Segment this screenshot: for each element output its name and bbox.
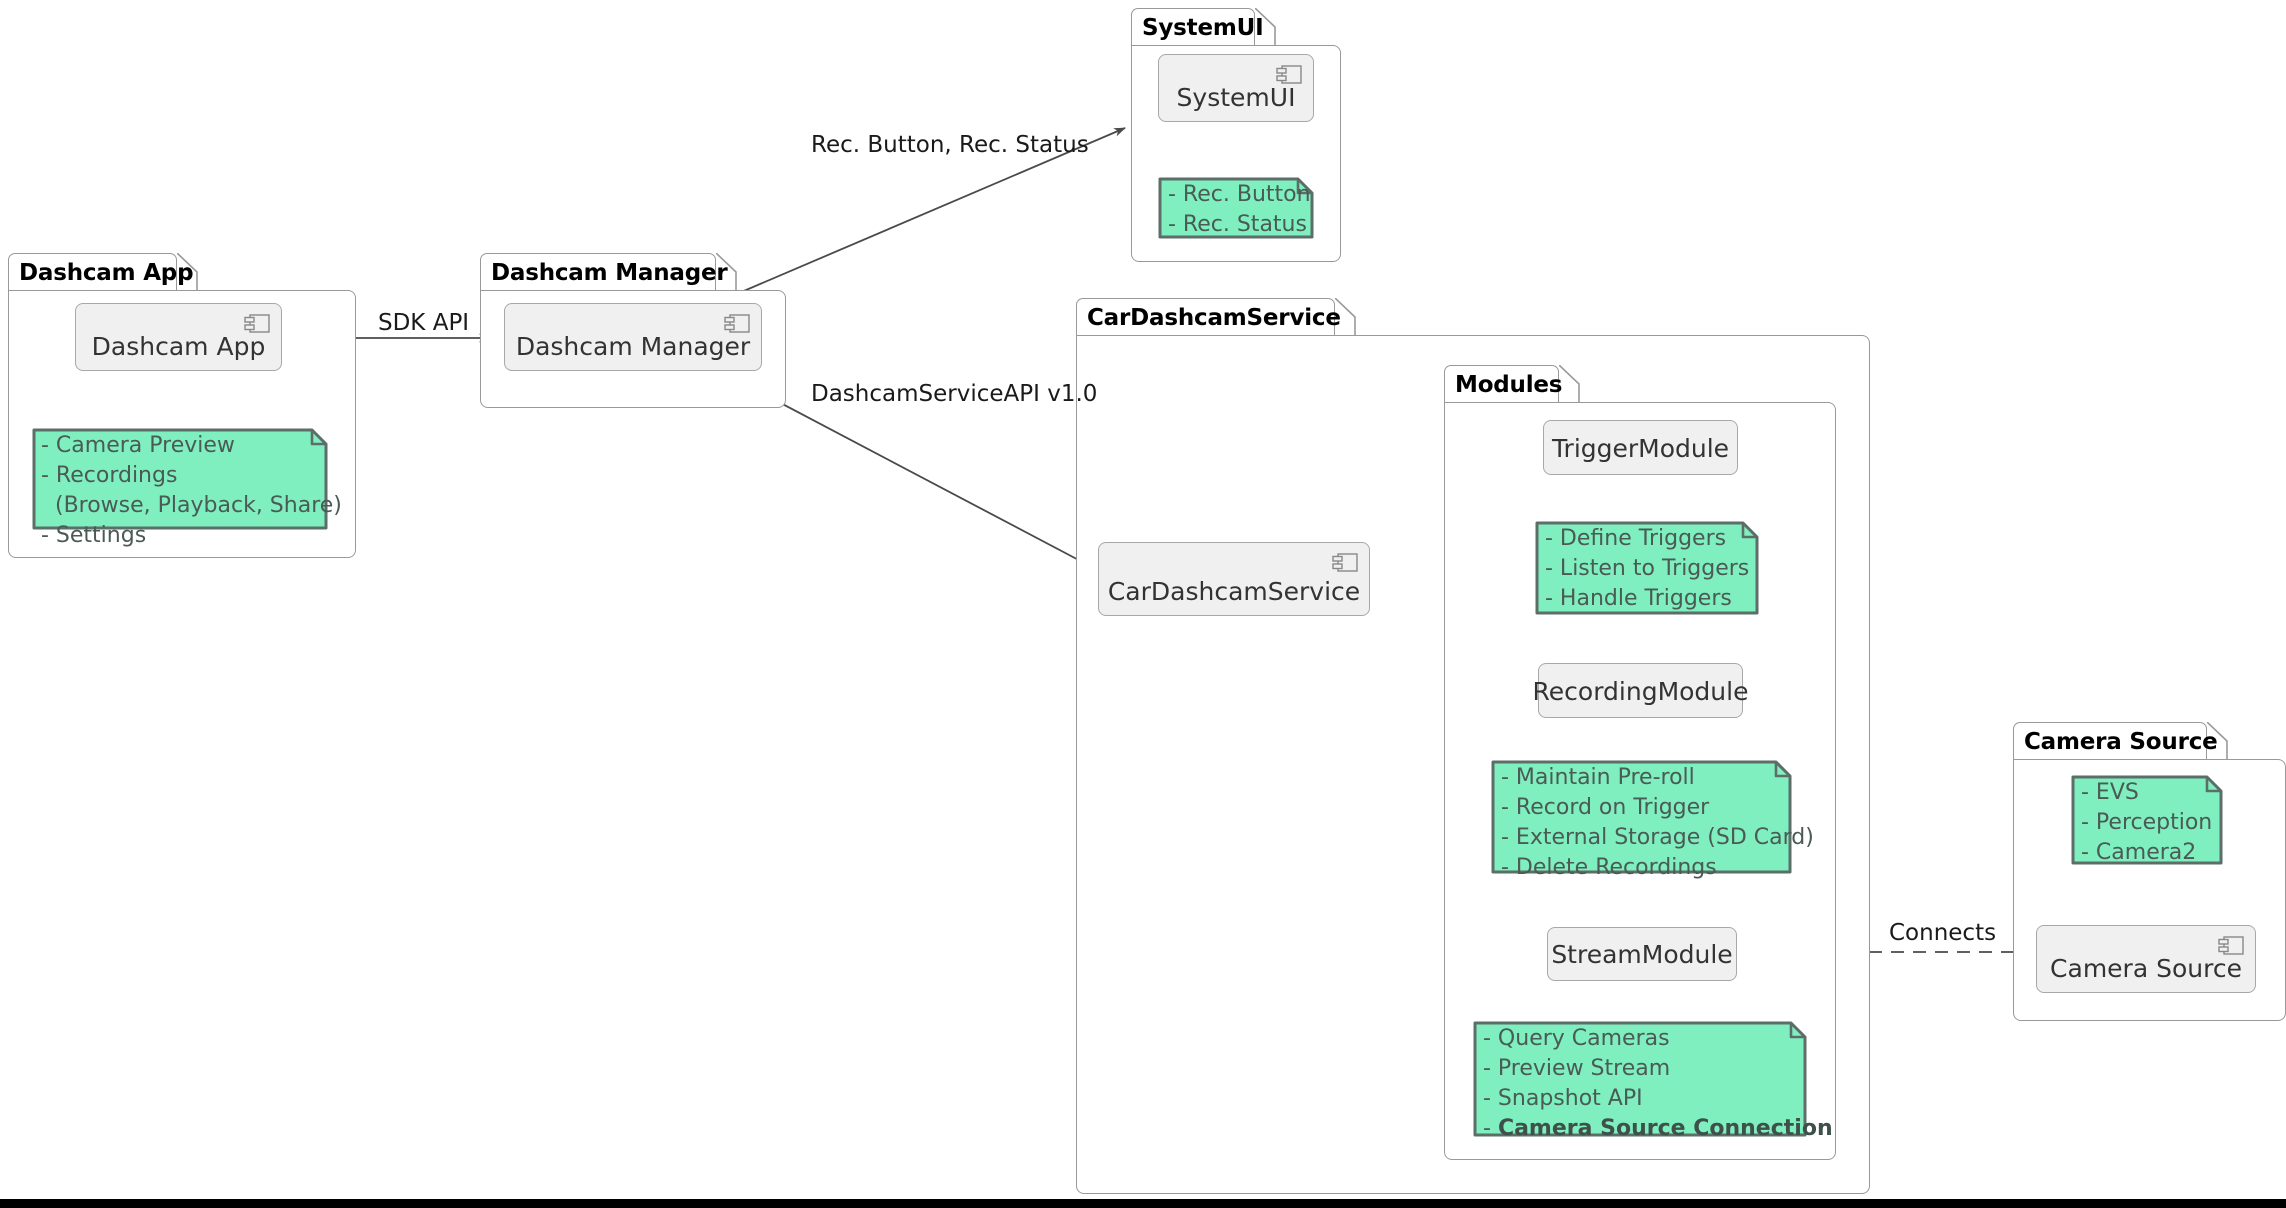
note-text: - Define Triggers - Listen to Triggers -… — [1545, 526, 1750, 611]
package-label: Dashcam App — [19, 259, 194, 286]
package-tab: Modules — [1444, 365, 1563, 403]
edge-label-rec-button-status: Rec. Button, Rec. Status — [811, 132, 1089, 158]
component-label: RecordingModule — [1532, 677, 1749, 706]
note-text: - Rec. Button - Rec. Status — [1168, 182, 1311, 237]
package-tab: SystemUI — [1131, 8, 1264, 46]
component-trigger-module[interactable]: TriggerModule — [1543, 420, 1738, 475]
note-trigger-module: - Define Triggers - Listen to Triggers -… — [1532, 518, 1762, 618]
package-label: SystemUI — [1142, 14, 1264, 41]
component-icon — [724, 314, 750, 337]
component-icon — [2218, 936, 2244, 959]
component-recording-module[interactable]: RecordingModule — [1533, 663, 1748, 718]
package-label: Modules — [1455, 371, 1563, 398]
note-text: - Camera Preview - Recordings (Browse, P… — [41, 433, 342, 548]
component-dashcam-manager[interactable]: Dashcam Manager — [504, 303, 762, 371]
component-label: Dashcam App — [91, 332, 266, 361]
component-camera-source[interactable]: Camera Source — [2036, 925, 2256, 993]
component-label: CarDashcamService — [1107, 577, 1361, 606]
edge-label-sdk-api: SDK API — [378, 310, 470, 336]
note-text: - Query Cameras - Preview Stream - Snaps… — [1483, 1026, 1833, 1141]
note-systemui: - Rec. Button - Rec. Status — [1155, 174, 1317, 242]
component-cardashcamservice[interactable]: CarDashcamService — [1098, 542, 1370, 616]
package-label: Camera Source — [2024, 728, 2218, 755]
package-tab: Dashcam Manager — [480, 253, 728, 291]
note-camera-source: - EVS - Perception - Camera2 — [2068, 772, 2226, 868]
component-label: Camera Source — [2050, 954, 2242, 983]
component-label: Dashcam Manager — [515, 332, 751, 361]
component-icon — [1332, 553, 1358, 576]
component-icon — [1276, 65, 1302, 88]
package-label: Dashcam Manager — [491, 259, 728, 286]
note-stream-module: - Query Cameras - Preview Stream - Snaps… — [1470, 1018, 1833, 1141]
edge-label-connects: Connects — [1883, 920, 2003, 946]
package-tab-cut — [1559, 365, 1581, 403]
component-label: StreamModule — [1551, 940, 1733, 969]
package-tab-cut — [2207, 722, 2229, 760]
package-tab-cut — [1255, 8, 1277, 46]
package-tab: Camera Source — [2013, 722, 2218, 760]
component-stream-module[interactable]: StreamModule — [1547, 927, 1737, 981]
edge-label-dashcamserviceapi: DashcamServiceAPI v1.0 — [811, 381, 1098, 407]
edge-manager-to-systemui — [717, 127, 1126, 303]
note-text: - EVS - Perception - Camera2 — [2081, 780, 2213, 865]
component-dashcam-app[interactable]: Dashcam App — [75, 303, 282, 371]
note-recording-module: - Maintain Pre-roll - Record on Trigger … — [1488, 757, 1814, 880]
package-tab: CarDashcamService — [1076, 298, 1341, 336]
package-label: CarDashcamService — [1087, 304, 1341, 331]
component-icon — [244, 314, 270, 337]
component-label: TriggerModule — [1551, 434, 1730, 463]
package-tab-cut — [177, 253, 199, 291]
note-text: - Maintain Pre-roll - Record on Trigger … — [1501, 765, 1814, 880]
package-tab: Dashcam App — [8, 253, 194, 291]
component-systemui[interactable]: SystemUI — [1158, 54, 1314, 122]
component-label: SystemUI — [1176, 83, 1296, 112]
bottom-bar — [0, 1199, 2286, 1208]
package-tab-cut — [1335, 298, 1357, 336]
package-tab-cut — [716, 253, 738, 291]
note-dashcam-app: - Camera Preview - Recordings (Browse, P… — [28, 424, 342, 548]
